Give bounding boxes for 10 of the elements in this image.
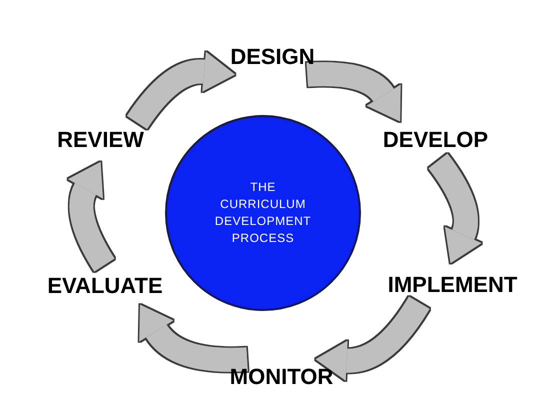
circle-title: THE CURRICULUM DEVELOPMENT PROCESS	[214, 179, 312, 247]
stage-label: EVALUATE	[47, 273, 163, 299]
curved-block-arrow	[67, 160, 115, 272]
stage-label: DEVELOP	[382, 127, 488, 153]
stage-label: DESIGN	[230, 44, 315, 70]
stage-label: MONITOR	[230, 364, 334, 390]
stage-label: IMPLEMENT	[388, 272, 518, 298]
stage-label: REVIEW	[57, 127, 144, 153]
curved-block-arrow	[306, 62, 402, 120]
curved-block-arrow	[428, 154, 482, 264]
